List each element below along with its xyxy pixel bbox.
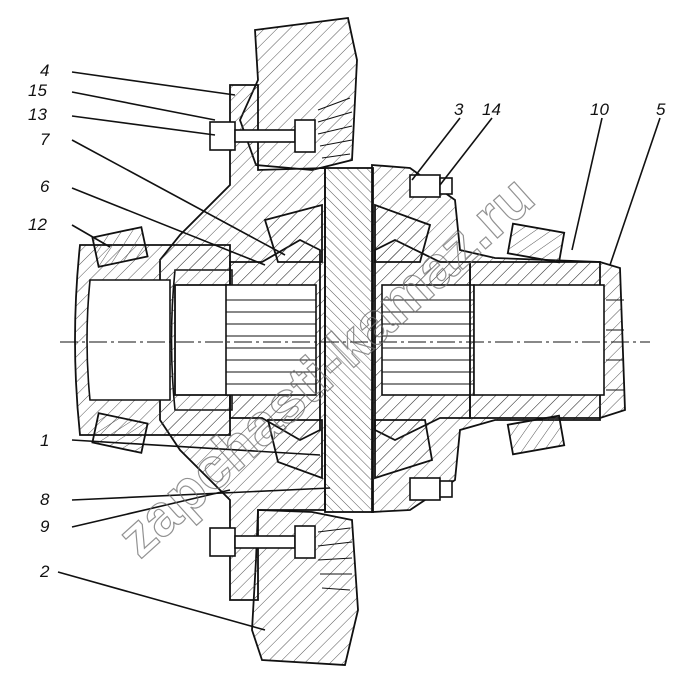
callout-3: 3: [454, 100, 464, 119]
callout-6: 6: [40, 177, 50, 196]
right-hub: [469, 261, 626, 419]
leader-lines: [57, 71, 661, 631]
callout-4: 4: [40, 61, 49, 80]
callout-2: 2: [39, 562, 50, 581]
callout-14: 14: [482, 100, 501, 119]
callout-7: 7: [40, 130, 50, 149]
callout-9: 9: [40, 517, 50, 536]
callout-15: 15: [28, 81, 47, 100]
callout-1: 1: [40, 431, 49, 450]
callout-8: 8: [40, 490, 50, 509]
bearings: [91, 222, 566, 456]
bolts: [209, 119, 453, 559]
callout-5: 5: [656, 100, 666, 119]
callout-10: 10: [590, 100, 609, 119]
spider-cross: [324, 167, 374, 513]
callout-13: 13: [28, 105, 47, 124]
callout-labels: 4 15 13 7 6 12 3 14 10 5 1 8 9 2: [28, 61, 666, 581]
side-gear-right: [374, 238, 475, 442]
callout-12: 12: [28, 215, 47, 234]
left-hub: [74, 244, 231, 436]
